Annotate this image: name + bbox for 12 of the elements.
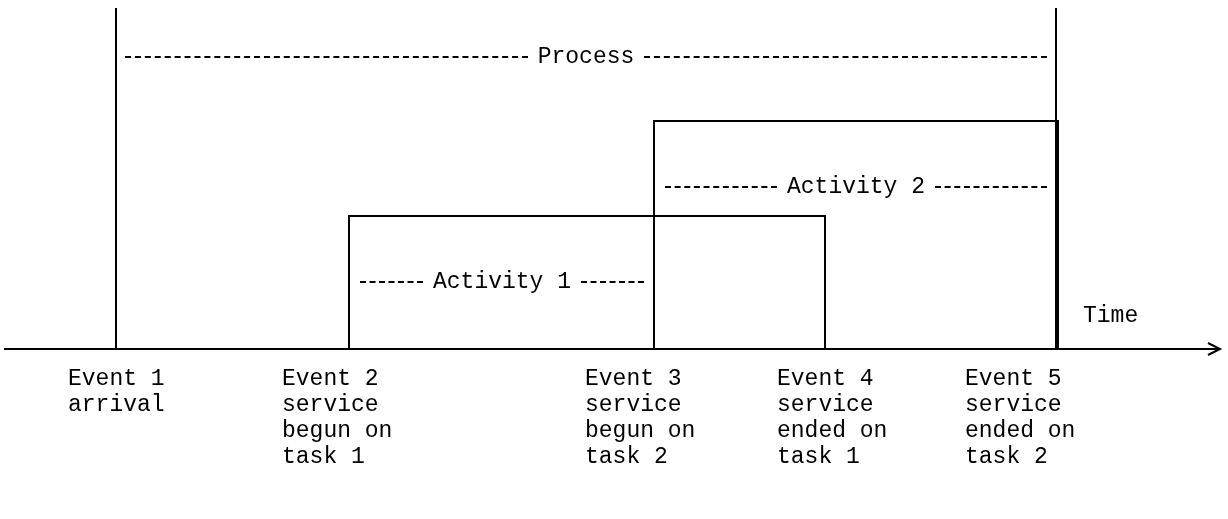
- event-label: Event 5 service ended on task 2: [965, 366, 1077, 470]
- process-span: [115, 8, 1057, 349]
- duration-label: Process: [536, 44, 636, 70]
- duration-label: Activity 2: [786, 174, 926, 200]
- activity-bar: [348, 215, 826, 349]
- event-label: Event 3 service begun on task 2: [585, 366, 697, 470]
- duration-label: Activity 1: [432, 269, 572, 295]
- event-label: Event 4 service ended on task 1: [777, 366, 889, 470]
- event-label: Event 2 service begun on task 1: [282, 366, 394, 470]
- event-label: Event 1 arrival: [68, 366, 166, 418]
- activity-bar: [653, 120, 1059, 349]
- axis-label: Time: [1083, 303, 1140, 329]
